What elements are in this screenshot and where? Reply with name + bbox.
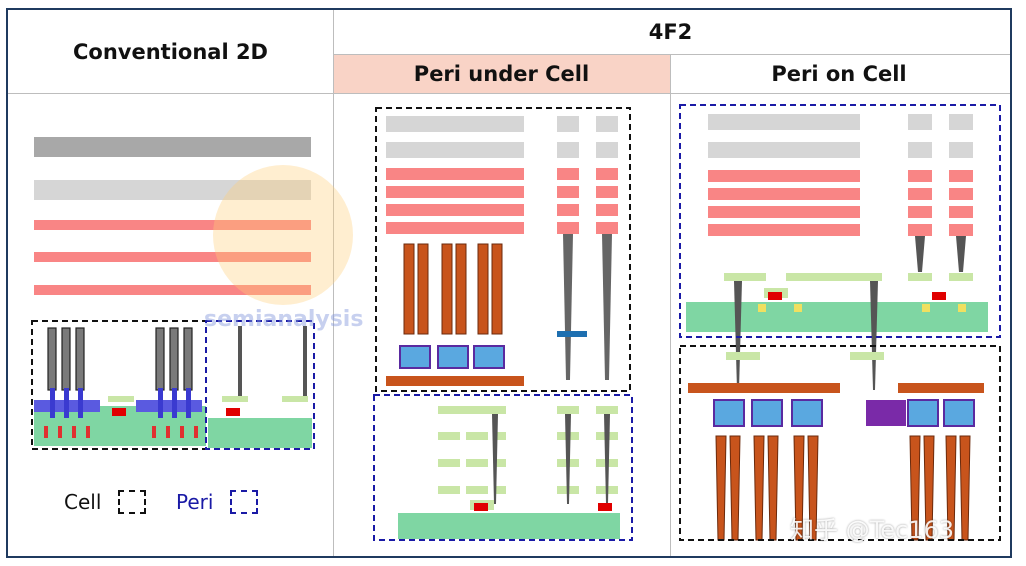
divider [333, 54, 1010, 55]
peri-under-cell-header: Peri under Cell [413, 61, 590, 86]
bitline-layer [34, 252, 311, 262]
logo-watermark: semianalysis [204, 307, 364, 332]
cell-dashed-box [31, 320, 207, 450]
peri-dashed-box [205, 320, 315, 450]
divider [670, 54, 671, 556]
legend-cell-swatch [118, 490, 146, 514]
legend-cell-label: Cell [64, 490, 102, 514]
peri-on-cell-stack [679, 104, 1001, 541]
logo-icon [213, 165, 353, 305]
divider [333, 10, 334, 556]
conventional-2d-stack [31, 137, 353, 450]
bitline-layer [34, 285, 311, 295]
structure-illustration [31, 104, 1001, 541]
conventional-2d-header: Conventional 2D [72, 40, 268, 64]
diagram-frame: Conventional 2D 4F2 Peri under Cell Peri… [6, 8, 1012, 558]
peri-under-cell-stack [373, 107, 633, 541]
4f2-header: 4F2 [648, 20, 693, 44]
peri-on-cell-header: Peri on Cell [771, 61, 907, 86]
legend-peri-swatch [230, 490, 258, 514]
legend-peri-label: Peri [176, 490, 214, 514]
peri-under-cell-header-bg [333, 54, 670, 93]
metal-layer [34, 137, 311, 157]
credit-watermark: 知乎 @Tec163 [790, 516, 954, 544]
divider [8, 93, 1010, 94]
bitline-layer [34, 220, 311, 230]
metal-layer [34, 180, 311, 200]
